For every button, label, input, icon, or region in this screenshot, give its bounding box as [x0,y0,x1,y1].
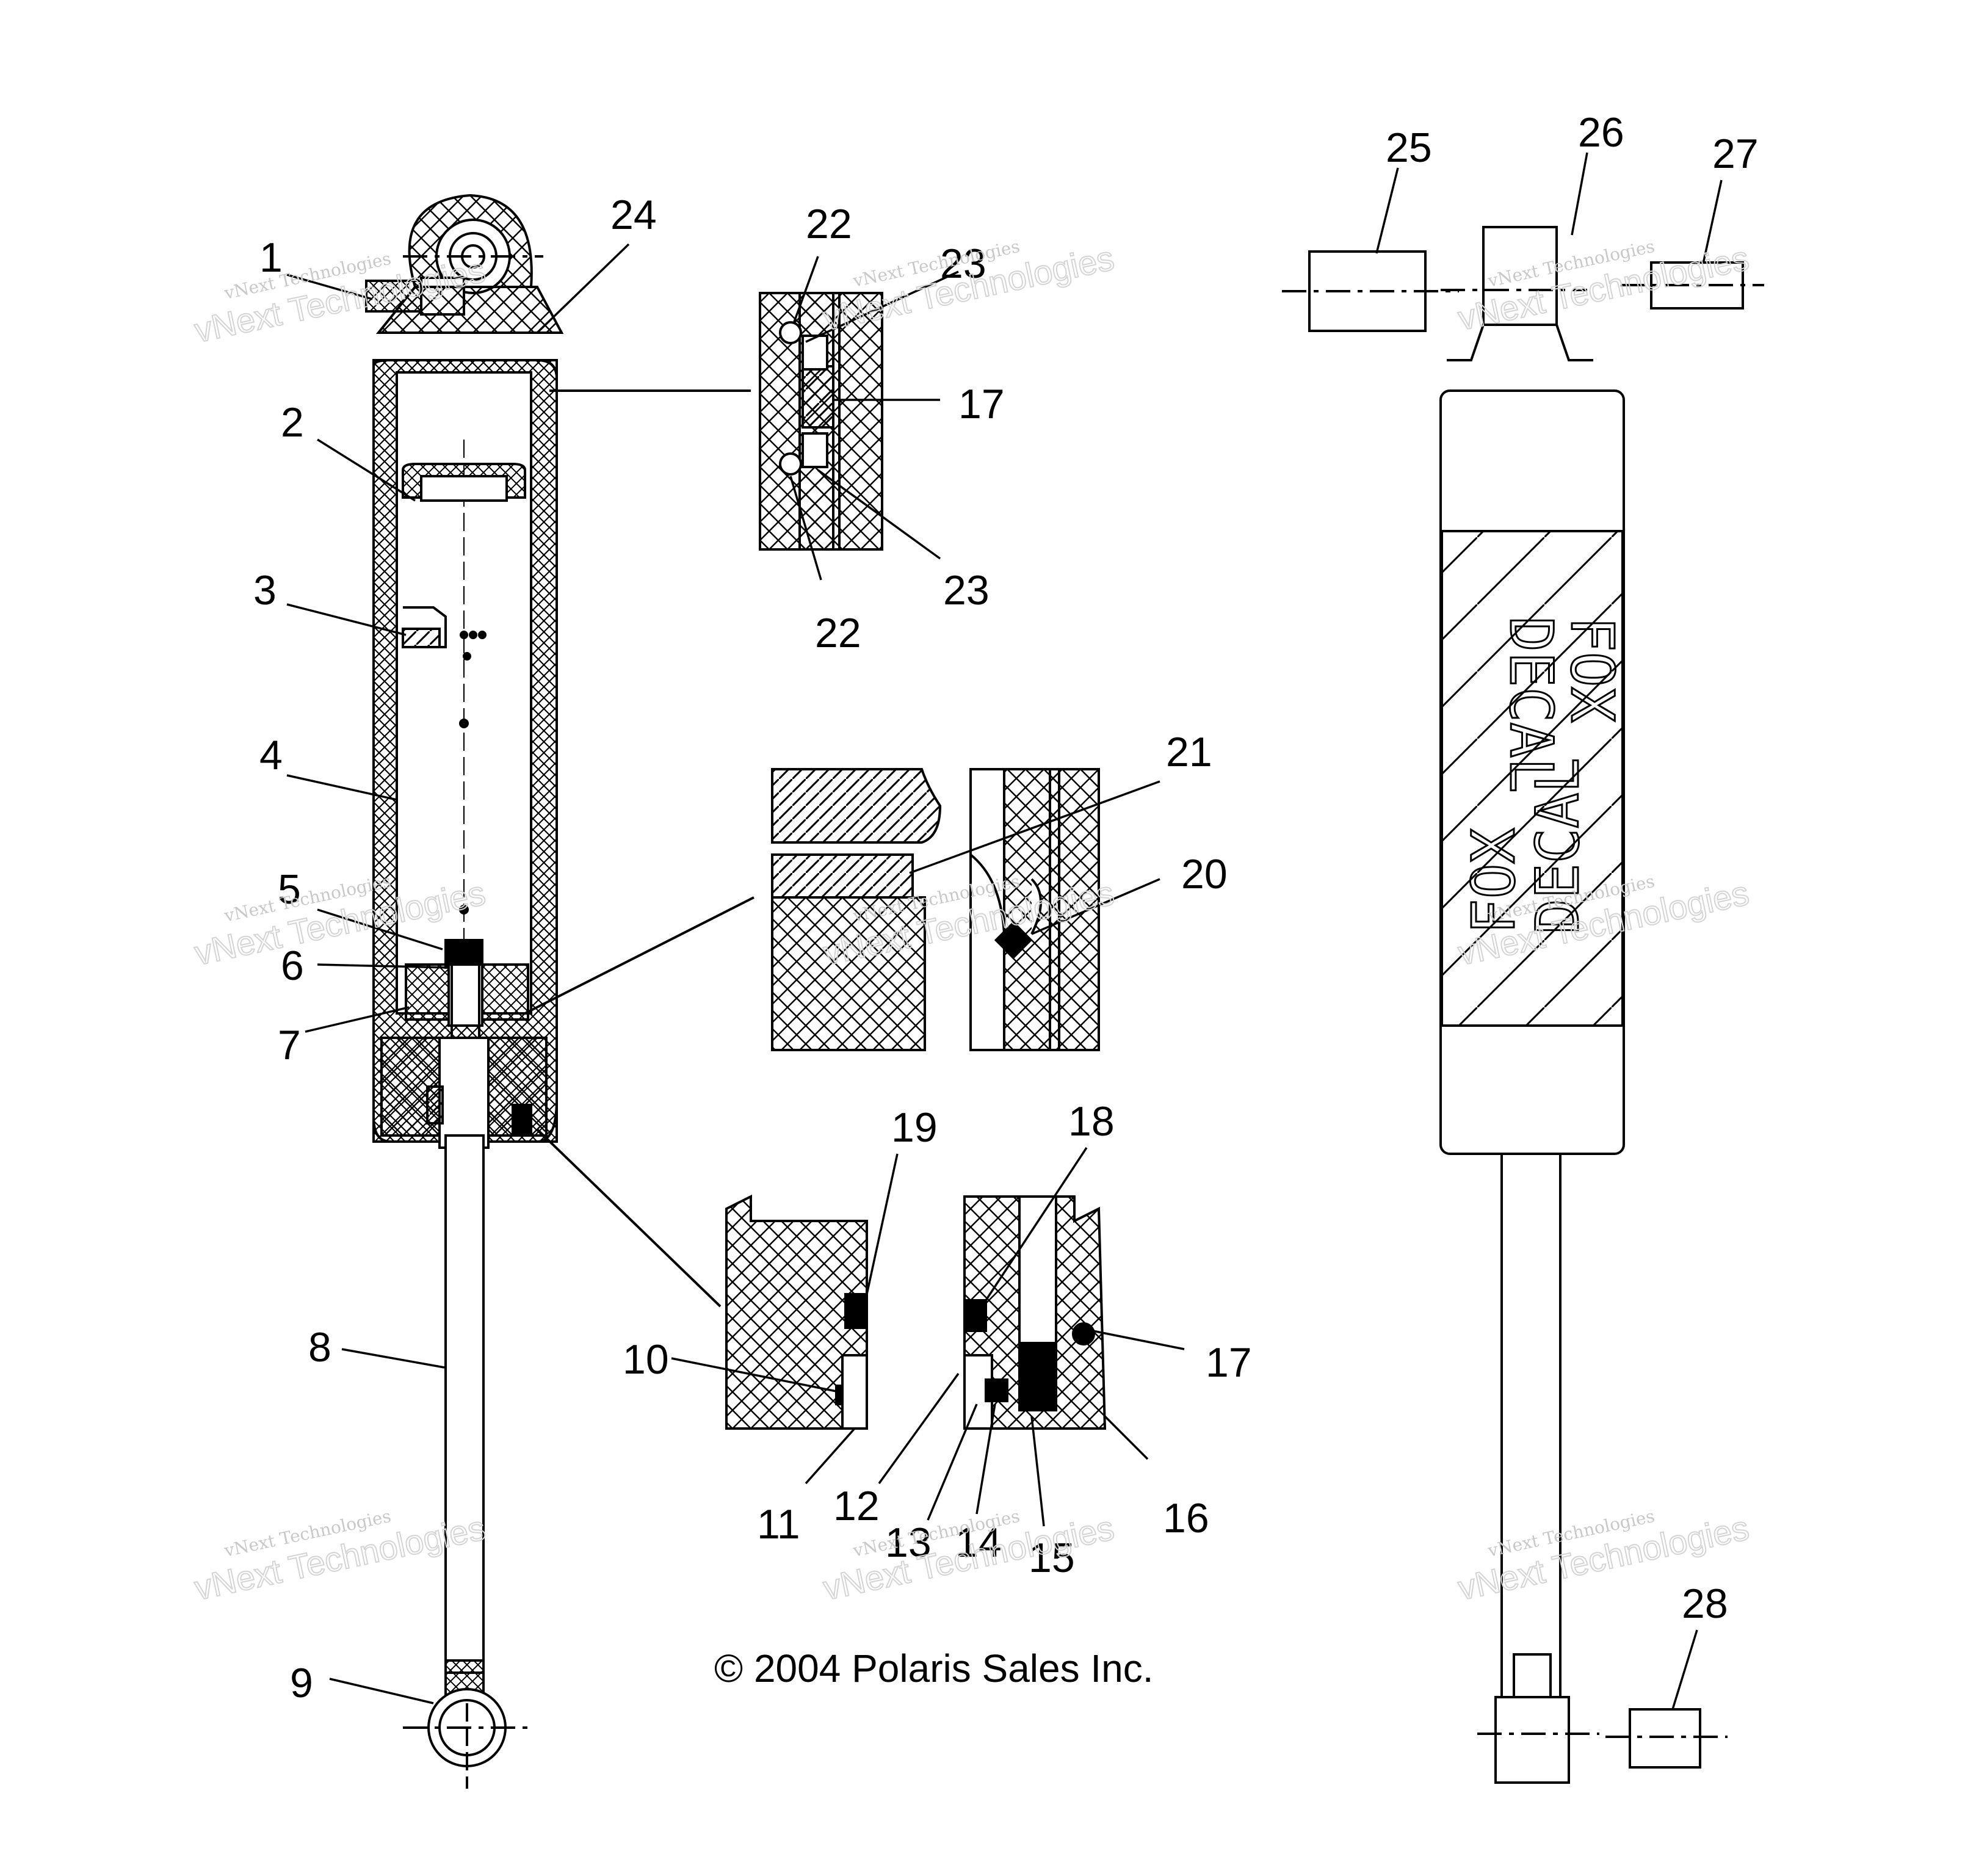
callout-9: 9 [290,1660,313,1706]
shock-exterior [1439,226,1625,1784]
callout-1: 1 [259,234,283,281]
leader-detail-middle [524,896,755,1015]
callout-26: 26 [1578,109,1624,156]
decal-line2: DECAL [1497,617,1565,793]
callout-14: 14 [955,1519,1002,1566]
decal-line1b: FOX [1460,828,1528,934]
callout-18: 18 [1068,1098,1115,1145]
callout-numbers: 1 2 3 4 5 6 7 8 9 10 11 12 13 14 15 16 1… [253,109,1759,1706]
callout-11: 11 [757,1501,800,1548]
callout-6: 6 [281,943,304,989]
shock-cross-section [365,194,564,1789]
callout-4: 4 [259,732,283,778]
callout-10: 10 [623,1336,669,1383]
callout-25: 25 [1386,125,1432,171]
callout-17a: 17 [958,381,1005,427]
callout-3: 3 [253,567,277,614]
callout-22a: 22 [806,201,852,247]
leader-lines [286,152,1723,1710]
callout-15: 15 [1029,1535,1075,1581]
callout-22b: 22 [815,610,861,656]
callout-13: 13 [885,1519,932,1566]
detail-piston-band [771,768,1100,1051]
detail-seal-groove [759,292,883,551]
decal-line1: FOX [1558,617,1626,722]
callout-5: 5 [278,866,301,913]
callout-28: 28 [1682,1581,1728,1627]
callout-23a: 23 [940,241,986,287]
callout-16: 16 [1163,1495,1209,1541]
callout-7: 7 [278,1022,301,1068]
callout-24: 24 [610,192,657,238]
detail-seal-head [725,1194,1107,1430]
callout-23b: 23 [943,567,990,614]
callout-27: 27 [1712,131,1759,177]
callout-17b: 17 [1206,1339,1252,1386]
callout-19: 19 [891,1104,938,1151]
leader-detail-bottom [536,1128,722,1308]
bushings [1282,250,1764,1769]
callout-2: 2 [281,399,304,446]
fox-decal: FOX DECAL FOX DECAL [1459,616,1627,935]
callout-12: 12 [833,1483,880,1529]
callout-21: 21 [1166,729,1212,775]
bushing-28 [1629,1708,1701,1769]
callout-20: 20 [1181,851,1228,897]
decal-line2b: DECAL [1524,758,1592,934]
callout-8: 8 [308,1324,331,1371]
copyright-text: © 2004 Polaris Sales Inc. [714,1646,1154,1690]
